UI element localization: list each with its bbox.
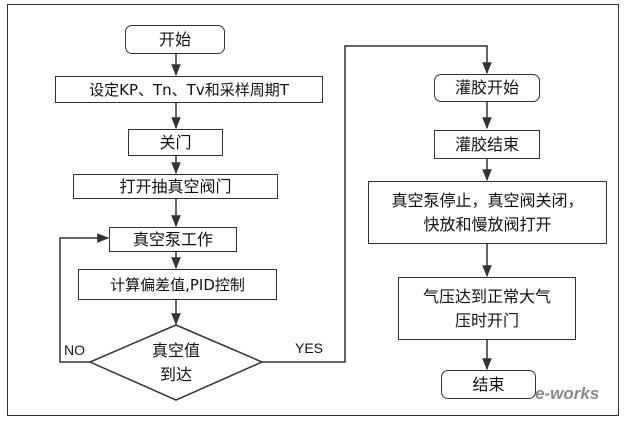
e-works-watermark-logo: e-works	[535, 384, 600, 403]
decision-line-2: 到达	[159, 365, 192, 384]
pressure-line-2: 压时开门	[454, 310, 519, 330]
arrow-yes-to-glue-start	[262, 45, 492, 363]
close-door-node: 关门	[128, 129, 223, 156]
diagram-frame	[7, 4, 619, 416]
stop-line-2: 快放和慢放阀打开	[423, 214, 552, 234]
open-valve-node: 打开抽真空阀门	[73, 174, 278, 199]
no-label: NO	[64, 342, 85, 358]
glue-start-node: 灌胶开始	[434, 74, 540, 102]
pid-node: 计算偏差值,PID控制	[78, 269, 277, 300]
pump-work-node: 真空泵工作	[109, 227, 237, 252]
yes-label: YES	[295, 340, 324, 356]
pressure-node: 气压达到正常大气 压时开门	[398, 277, 576, 340]
pressure-line-1: 气压达到正常大气	[422, 286, 551, 306]
set-params-node: 设定KP、Tn、Tv和采样周期T	[55, 76, 323, 103]
decision-label: 真空值 到达	[128, 339, 224, 387]
stop-line-1: 真空泵停止，真空阀关闭，	[391, 190, 584, 210]
arrow-no-loop	[59, 233, 110, 363]
stop-node: 真空泵停止，真空阀关闭， 快放和慢放阀打开	[368, 181, 607, 244]
decision-diamond	[88, 324, 264, 401]
decision-line-1: 真空值	[151, 341, 200, 360]
start-node: 开始	[125, 25, 225, 54]
glue-end-node: 灌胶结束	[434, 130, 540, 159]
end-node: 结束	[441, 370, 536, 399]
